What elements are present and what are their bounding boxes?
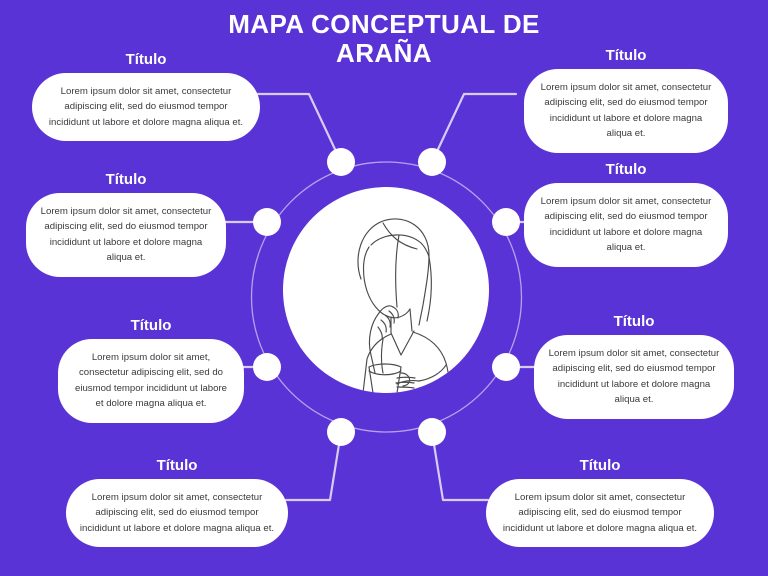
node-bottom-left[interactable]: [327, 418, 355, 446]
concept-card-1-body: Lorem ipsum dolor sit amet, consectetur …: [32, 72, 260, 142]
page-title: MAPA CONCEPTUAL DE ARAÑA: [228, 9, 540, 69]
concept-card-8-body: Lorem ipsum dolor sit amet, consectetur …: [486, 478, 714, 548]
concept-card-6[interactable]: Título Lorem ipsum dolor sit amet, conse…: [534, 313, 734, 419]
concept-card-2[interactable]: Título Lorem ipsum dolor sit amet, conse…: [524, 47, 728, 153]
wire-card-7: [284, 430, 343, 502]
concept-card-6-title: Título: [613, 313, 655, 330]
node-bottom-right[interactable]: [418, 418, 446, 446]
concept-card-7-title: Título: [156, 457, 198, 474]
concept-card-7-body: Lorem ipsum dolor sit amet, consectetur …: [66, 478, 288, 548]
concept-card-7[interactable]: Título Lorem ipsum dolor sit amet, conse…: [66, 457, 288, 548]
concept-card-2-body: Lorem ipsum dolor sit amet, consectetur …: [524, 68, 728, 153]
wire-card-1: [253, 92, 343, 164]
wire-card-2: [430, 92, 518, 164]
concept-card-3-body: Lorem ipsum dolor sit amet, consectetur …: [26, 192, 226, 277]
concept-card-8-title: Título: [579, 457, 621, 474]
concept-card-3[interactable]: Título Lorem ipsum dolor sit amet, conse…: [26, 171, 226, 277]
concept-card-3-title: Título: [105, 171, 147, 188]
node-top-left[interactable]: [327, 148, 355, 176]
woman-thinking-with-coffee-icon: [357, 218, 450, 393]
concept-card-4[interactable]: Título Lorem ipsum dolor sit amet, conse…: [524, 161, 728, 267]
concept-card-6-body: Lorem ipsum dolor sit amet, consectetur …: [534, 334, 734, 419]
concept-card-4-body: Lorem ipsum dolor sit amet, consectetur …: [524, 182, 728, 267]
concept-card-1-title: Título: [125, 51, 167, 68]
orbit-ring: [250, 161, 523, 433]
wire-card-8: [430, 430, 490, 502]
node-left-upper[interactable]: [253, 208, 281, 236]
center-illustration: [283, 187, 489, 393]
node-right-lower[interactable]: [492, 353, 520, 381]
concept-card-2-title: Título: [605, 47, 647, 64]
concept-card-5[interactable]: Título Lorem ipsum dolor sit amet, conse…: [58, 317, 244, 423]
concept-card-1[interactable]: Título Lorem ipsum dolor sit amet, conse…: [32, 51, 260, 142]
node-top-right[interactable]: [418, 148, 446, 176]
node-right-upper[interactable]: [492, 208, 520, 236]
concept-card-5-body: Lorem ipsum dolor sit amet, consectetur …: [58, 338, 244, 423]
concept-card-8[interactable]: Título Lorem ipsum dolor sit amet, conse…: [486, 457, 714, 548]
node-left-lower[interactable]: [253, 353, 281, 381]
concept-card-4-title: Título: [605, 161, 647, 178]
concept-card-5-title: Título: [130, 317, 172, 334]
